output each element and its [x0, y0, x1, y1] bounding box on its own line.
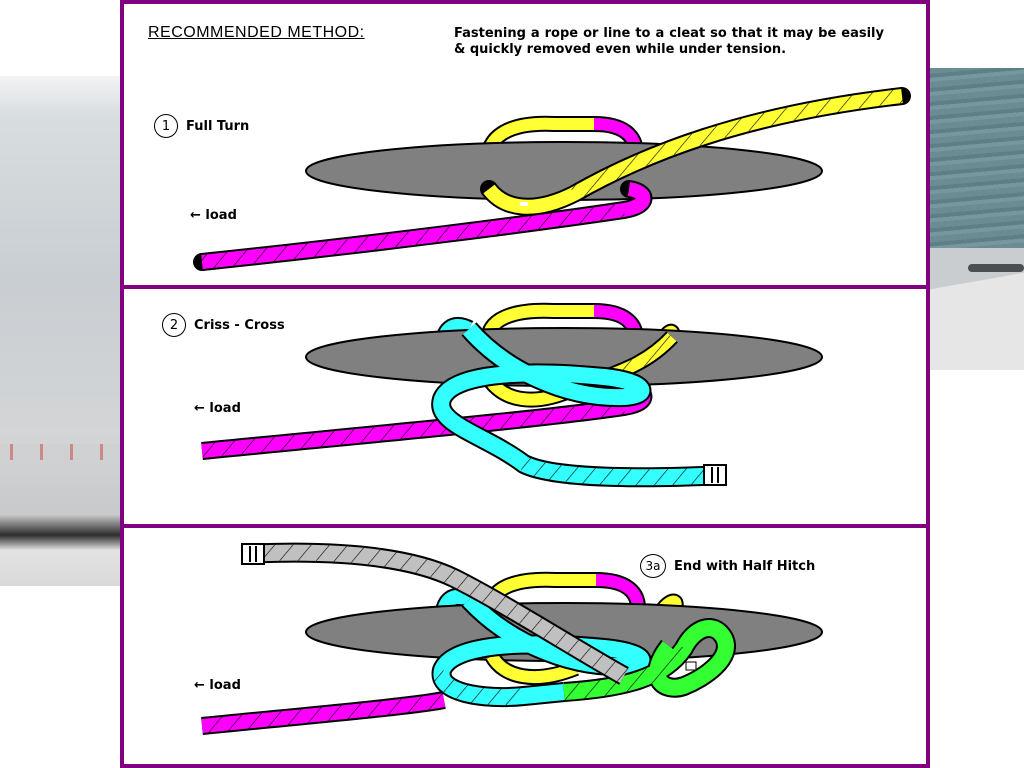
background-photo-left — [0, 76, 124, 586]
method-description: Fastening a rope or line to a cleat so t… — [454, 26, 884, 57]
step-2-diagram — [201, 302, 823, 488]
hull-stripe — [0, 444, 124, 460]
step-3a-number: 3a — [640, 554, 666, 578]
background-photo-right — [928, 68, 1024, 370]
load-label-3: ← load — [194, 678, 241, 693]
rope-end-whipping — [703, 464, 727, 486]
step-1-panel: RECOMMENDED METHOD: Fastening a rope or … — [120, 0, 930, 289]
step-3a-label: 3a End with Half Hitch — [640, 554, 815, 578]
step-1-label: 1 Full Turn — [154, 114, 249, 138]
step-3a-panel: 3a End with Half Hitch ← load — [120, 524, 930, 768]
step-2-label: 2 Criss - Cross — [162, 313, 285, 337]
water-area — [928, 68, 1024, 268]
deck-rail — [968, 264, 1024, 272]
load-label-2: ← load — [194, 401, 241, 416]
step-3a-diagram — [201, 542, 823, 735]
step-1-title: Full Turn — [186, 118, 250, 134]
page-heading: RECOMMENDED METHOD: — [148, 24, 365, 41]
step-1-diagram — [193, 87, 911, 271]
step-1-number: 1 — [154, 114, 178, 138]
step-3a-title: End with Half Hitch — [674, 558, 816, 574]
rope-end-whipping — [241, 543, 265, 565]
step-2-panel: 2 Criss - Cross ← load — [120, 285, 930, 528]
step-2-title: Criss - Cross — [194, 317, 285, 333]
step-2-number: 2 — [162, 313, 186, 337]
load-label-1: ← load — [190, 208, 237, 223]
